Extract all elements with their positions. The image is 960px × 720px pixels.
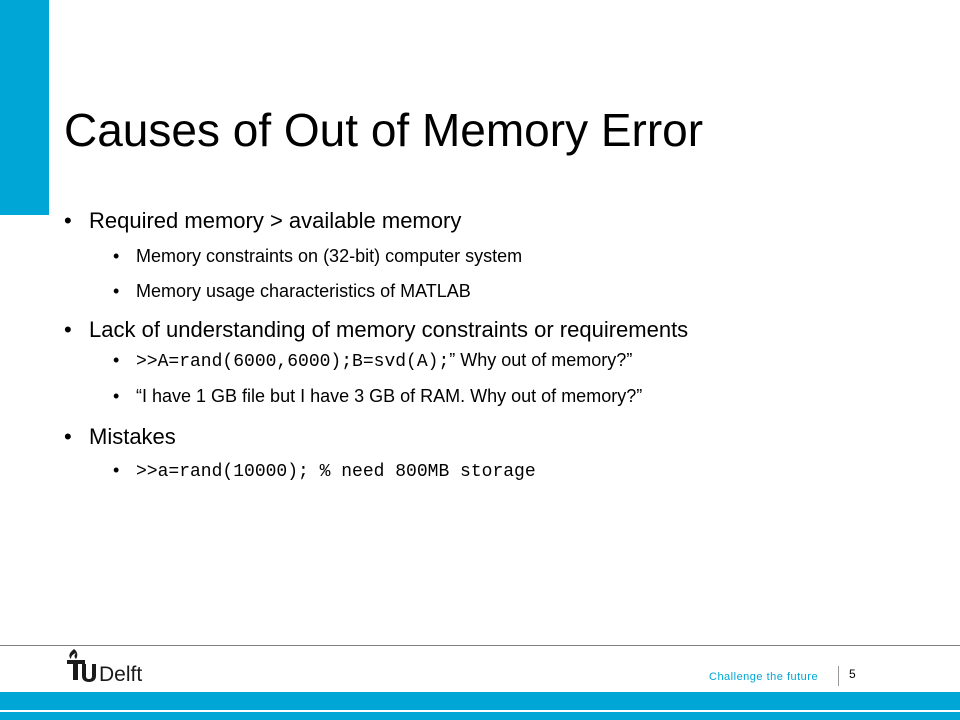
bullet-required-memory: • Required memory > available memory xyxy=(64,208,462,234)
footer-band xyxy=(0,692,960,720)
bullet-text: Required memory > available memory xyxy=(89,208,462,233)
subbullet-memory-constraints: • Memory constraints on (32-bit) compute… xyxy=(113,245,523,267)
bullet-text: Lack of understanding of memory constrai… xyxy=(89,317,689,342)
bullet-dot: • xyxy=(113,281,120,301)
bullet-dot: • xyxy=(113,350,120,370)
flame-icon xyxy=(67,649,85,680)
subbullet-text: Memory constraints on (32-bit) computer … xyxy=(136,246,523,266)
accent-bar xyxy=(0,0,49,215)
subbullet-memory-usage: • Memory usage characteristics of MATLAB xyxy=(113,280,471,302)
bullet-dot: • xyxy=(113,460,120,480)
code-snippet: >>A=rand(6000,6000);B=svd(A); xyxy=(136,352,450,372)
code-snippet: >>a=rand(10000); % need 800MB storage xyxy=(136,462,536,482)
tu-delft-logo: Delft xyxy=(67,649,142,686)
bullet-lack-of-understanding: • Lack of understanding of memory constr… xyxy=(64,317,689,343)
slide-content: • Required memory > available memory • M… xyxy=(64,208,689,483)
bullet-dot: • xyxy=(64,424,72,449)
subbullet-text: ” Why out of memory?” xyxy=(449,350,633,370)
page-number: 5 xyxy=(849,667,856,681)
svg-text:Delft: Delft xyxy=(99,663,142,686)
slide-title: Causes of Out of Memory Error xyxy=(64,104,704,156)
bullet-dot: • xyxy=(113,386,120,406)
footer-band-stripe xyxy=(0,710,960,712)
footer-divider xyxy=(0,645,960,646)
bullet-dot: • xyxy=(113,246,120,266)
bullet-text: Mistakes xyxy=(89,424,176,449)
page-number-divider xyxy=(838,666,839,686)
bullet-mistakes: • Mistakes xyxy=(64,424,176,450)
subbullet-ram-quote: • “I have 1 GB file but I have 3 GB of R… xyxy=(113,385,643,407)
bullet-dot: • xyxy=(64,317,72,342)
subbullet-text: “I have 1 GB file but I have 3 GB of RAM… xyxy=(136,386,643,406)
footer-tagline: Challenge the future xyxy=(709,671,819,683)
subbullet-rand-mistake: • >>a=rand(10000); % need 800MB storage xyxy=(113,459,536,483)
bullet-dot: • xyxy=(64,208,72,233)
subbullet-svd-example: • >>A=rand(6000,6000);B=svd(A);” Why out… xyxy=(113,349,633,373)
subbullet-text: Memory usage characteristics of MATLAB xyxy=(136,281,471,301)
